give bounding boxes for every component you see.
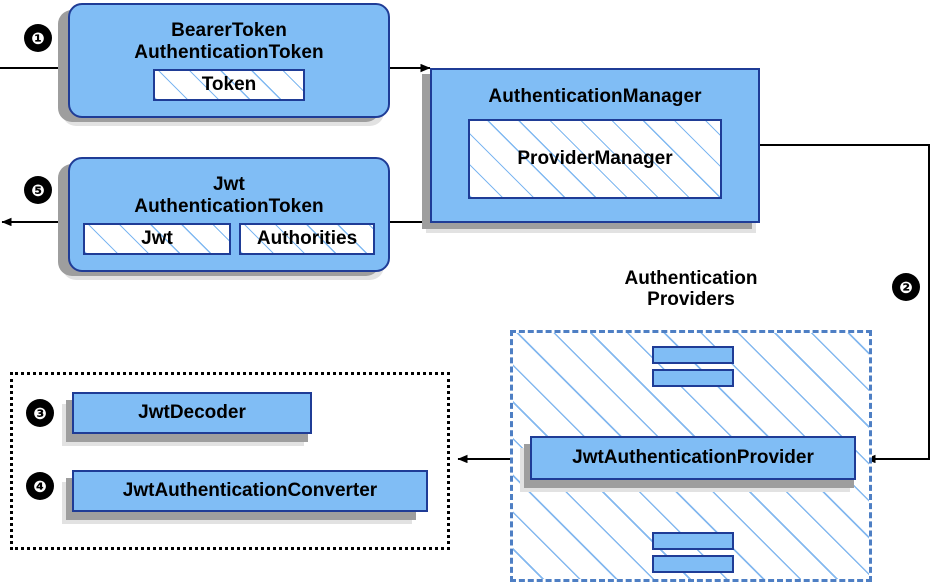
bearer-token-title-line-2: AuthenticationToken: [134, 41, 324, 63]
node-jwt-authentication-token[interactable]: Jwt AuthenticationToken Jwt Authorities: [68, 157, 390, 272]
bearer-token-inner-token[interactable]: Token: [153, 68, 305, 101]
jwt-authentication-provider-label: JwtAuthenticationProvider: [572, 447, 814, 468]
provider-stack-bar-top-1: [652, 346, 734, 364]
jwt-token-inner-authorities[interactable]: Authorities: [239, 222, 375, 255]
badge-step-5: ❺: [25, 177, 51, 203]
node-jwt-decoder[interactable]: JwtDecoder: [72, 392, 312, 434]
provider-stack-bar-bottom-2: [652, 555, 734, 573]
authentication-manager-inner-provider-manager[interactable]: ProviderManager: [468, 119, 722, 200]
jwt-token-inner-jwt[interactable]: Jwt: [83, 222, 231, 255]
jwt-authentication-token-title: Jwt AuthenticationToken: [134, 174, 323, 217]
inner-authorities-label: Authorities: [256, 227, 358, 249]
jwt-token-inner-row: Jwt Authorities: [83, 222, 375, 255]
jwt-authentication-converter-label: JwtAuthenticationConverter: [122, 480, 378, 501]
badge-step-2: ❷: [893, 274, 919, 300]
node-bearer-token-authentication-token[interactable]: BearerToken AuthenticationToken Token: [68, 3, 390, 118]
inner-token-label: Token: [201, 73, 257, 95]
badge-step-1: ❶: [25, 25, 51, 51]
node-jwt-authentication-converter[interactable]: JwtAuthenticationConverter: [72, 470, 428, 512]
caption-line-2: Providers: [647, 289, 735, 311]
jwt-authentication-token-title-line-2: AuthenticationToken: [134, 195, 324, 217]
inner-provider-manager-label: ProviderManager: [517, 148, 673, 170]
authentication-providers-caption: Authentication Providers: [560, 268, 822, 311]
bearer-token-title: BearerToken AuthenticationToken: [134, 20, 323, 63]
jwt-authentication-token-title-line-1: Jwt: [213, 174, 245, 196]
inner-jwt-label: Jwt: [141, 227, 173, 249]
authentication-manager-title: AuthenticationManager: [488, 86, 702, 107]
provider-stack-bar-bottom-1: [652, 532, 734, 550]
badge-step-4: ❹: [27, 473, 53, 499]
bearer-token-title-line-1: BearerToken: [171, 20, 287, 42]
jwt-decoder-label: JwtDecoder: [138, 402, 246, 423]
node-jwt-authentication-provider[interactable]: JwtAuthenticationProvider: [530, 436, 856, 480]
caption-line-1: Authentication: [624, 268, 758, 289]
provider-stack-bar-top-2: [652, 369, 734, 387]
badge-step-3: ❸: [27, 400, 53, 426]
node-authentication-manager[interactable]: AuthenticationManager ProviderManager: [430, 68, 760, 223]
jwt-support-group: [10, 372, 450, 550]
connector-manager-to-provider: [760, 144, 930, 464]
